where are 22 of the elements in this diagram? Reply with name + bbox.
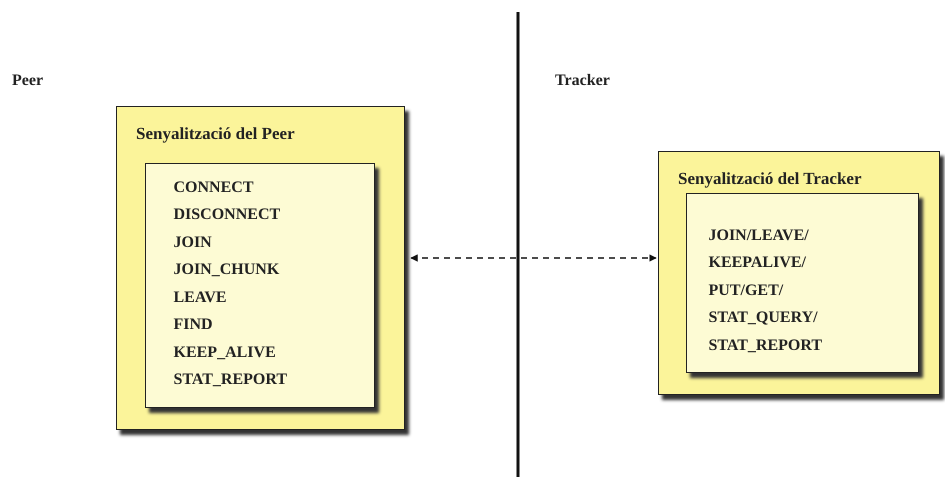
message-name: LEAVE [174, 290, 227, 306]
message-name: JOIN [174, 234, 212, 250]
message-name: STAT_REPORT [174, 372, 288, 388]
panel-title: Senyalització del Peer [136, 125, 295, 142]
message-name: KEEP_ALIVE [174, 344, 276, 360]
message-name: STAT_REPORT [708, 338, 822, 354]
side-label: Peer [12, 72, 44, 90]
message-name: KEEPALIVE/ [708, 255, 806, 271]
message-name: JOIN_CHUNK [174, 262, 280, 278]
dashed-arrow [410, 254, 657, 262]
message-name: JOIN/LEAVE/ [708, 228, 809, 244]
panel-title: Senyalització del Tracker [678, 170, 862, 187]
message-name: PUT/GET/ [708, 282, 784, 298]
message-name: CONNECT [174, 180, 254, 196]
side-label: Tracker [555, 72, 610, 90]
message-list-box [686, 192, 918, 372]
signaling-panel [116, 106, 405, 430]
message-name: STAT_QUERY/ [708, 310, 818, 326]
message-name: DISCONNECT [174, 207, 280, 223]
signaling-panel [658, 151, 940, 395]
message-name: FIND [174, 317, 213, 333]
message-list-box [144, 162, 374, 408]
